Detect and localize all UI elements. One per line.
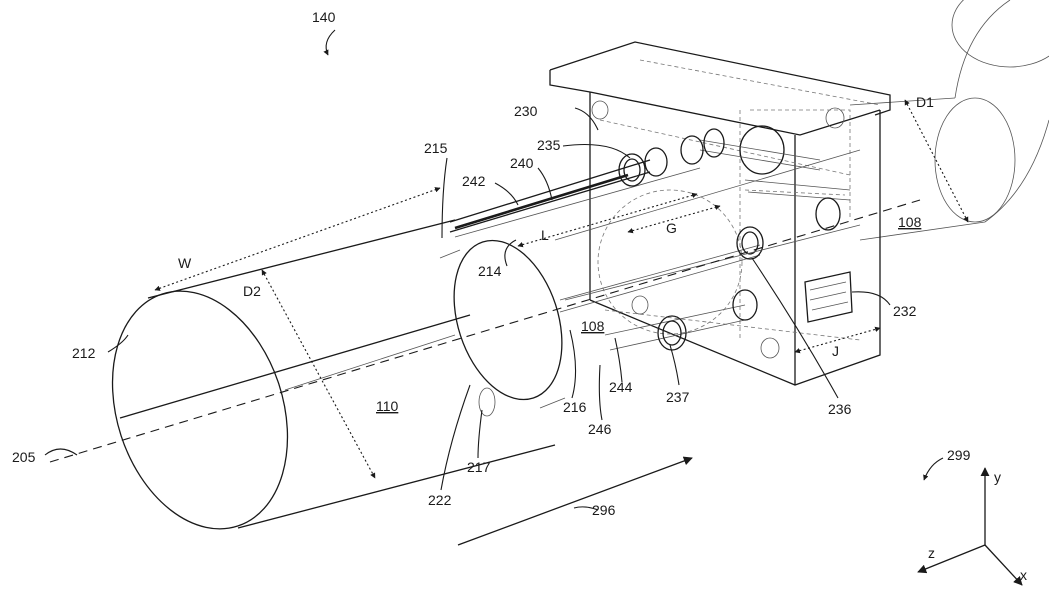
ref-246: 246 [588,421,612,437]
region-108-right: 108 [898,214,922,230]
ports [618,128,841,351]
region-108-lower: 108 [581,318,605,334]
connector [804,271,853,323]
axis-labels: y z x [928,469,1027,583]
ref-214: 214 [478,263,502,279]
region-110: 110 [376,398,399,414]
ref-212: 212 [72,345,96,361]
axis-x-label: x [1020,567,1027,583]
far-tube [849,0,1049,241]
dim-j: J [832,343,839,359]
dimension-labels: W D2 D1 L G J [178,94,934,359]
ref-215: 215 [424,140,448,156]
ref-235: 235 [537,137,561,153]
ref-216: 216 [563,399,587,415]
ref-232: 232 [893,303,917,319]
ref-217: 217 [467,459,491,475]
axis-z-label: z [928,545,935,561]
ref-240: 240 [510,155,534,171]
ref-230: 230 [514,103,538,119]
leader-lines [44,29,944,511]
axis-y-label: y [994,469,1001,485]
dim-w: W [178,255,192,271]
ref-296: 296 [592,502,616,518]
ref-237: 237 [666,389,690,405]
main-tube [111,149,861,530]
dim-g: G [666,220,677,236]
ref-242: 242 [462,173,486,189]
region-labels: 110 108 108 [376,214,922,414]
dimension-lines [154,99,969,479]
ref-236: 236 [828,401,852,417]
dim-l: L [541,227,549,243]
direction-arrow [457,456,693,546]
ref-140: 140 [312,9,336,25]
ref-222: 222 [428,492,452,508]
ref-205: 205 [12,449,36,465]
ref-299: 299 [947,447,971,463]
dim-d2: D2 [243,283,261,299]
coordinate-axes [917,467,1023,586]
ref-244: 244 [609,379,633,395]
dim-d1: D1 [916,94,934,110]
center-axis [49,199,921,463]
reference-numerals: 140 212 205 215 242 240 230 235 214 232 … [12,9,971,518]
